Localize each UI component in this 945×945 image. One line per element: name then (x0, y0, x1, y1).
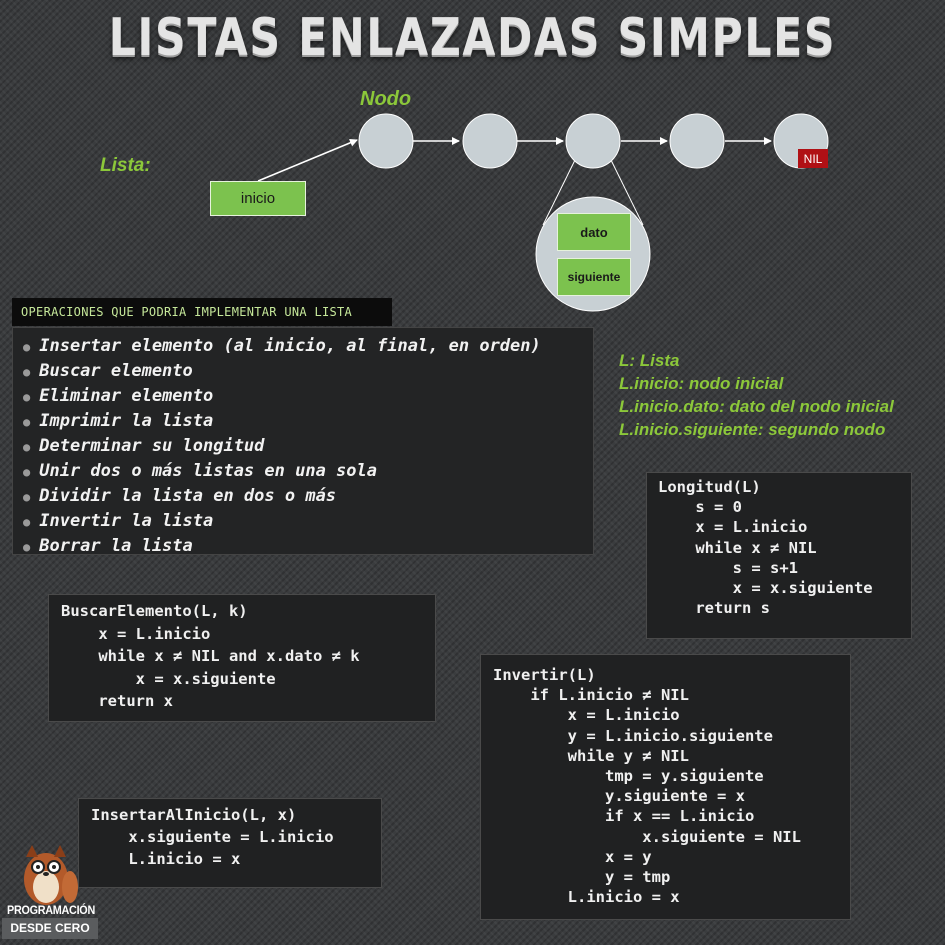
dato-field-box: dato (557, 213, 631, 251)
bullet-icon: ● (23, 490, 31, 504)
list-node-3 (565, 113, 621, 169)
operation-item: ●Determinar su longitud (23, 436, 265, 456)
brand-name-line2: DESDE CERO (2, 918, 98, 939)
nil-badge: NIL (798, 149, 828, 168)
legend-line: L: Lista (619, 351, 680, 370)
siguiente-field-box: siguiente (557, 258, 631, 296)
legend-line: L.inicio.siguiente: segundo nodo (619, 420, 886, 439)
list-node-1 (358, 113, 414, 169)
brand-name-line1: PROGRAMACIÓN (7, 903, 95, 917)
bullet-icon: ● (23, 515, 31, 529)
operation-item: ●Dividir la lista en dos o más (23, 486, 337, 506)
code-block-insertar-al-inicio: InsertarAlInicio(L, x) x.siguiente = L.i… (78, 798, 382, 888)
brand-logo-icon (24, 845, 78, 905)
bullet-icon: ● (23, 390, 31, 404)
operation-item: ●Insertar elemento (al inicio, al final,… (23, 336, 541, 356)
list-node-4 (669, 113, 725, 169)
legend-line: L.inicio: nodo inicial (619, 374, 784, 393)
list-node-2 (462, 113, 518, 169)
zoom-line-left (542, 159, 576, 226)
zoom-line-right (610, 159, 644, 226)
page-title: LISTAS ENLAZADAS SIMPLES (108, 8, 837, 68)
operations-panel: ●Insertar elemento (al inicio, al final,… (12, 327, 594, 556)
operation-item: ●Invertir la lista (23, 511, 214, 531)
bullet-icon: ● (23, 415, 31, 429)
operations-header: OPERACIONES QUE PODRIA IMPLEMENTAR UNA L… (12, 298, 392, 326)
operation-item: ●Imprimir la lista (23, 411, 214, 431)
nodo-label: Nodo (360, 88, 412, 110)
operations-list: ●Insertar elemento (al inicio, al final,… (13, 328, 593, 559)
bullet-icon: ● (23, 465, 31, 479)
operation-item: ●Borrar la lista (23, 536, 193, 556)
inicio-pointer-arrow (257, 138, 358, 182)
notation-legend: L: Lista L.inicio: nodo inicial L.inicio… (619, 349, 894, 441)
bullet-icon: ● (23, 340, 31, 354)
code-block-longitud: Longitud(L) s = 0 x = L.inicio while x ≠… (646, 472, 912, 639)
bullet-icon: ● (23, 365, 31, 379)
bullet-icon: ● (23, 440, 31, 454)
operation-item: ●Buscar elemento (23, 361, 193, 381)
bullet-icon: ● (23, 540, 31, 554)
operation-item: ●Eliminar elemento (23, 386, 214, 406)
operation-item: ●Unir dos o más listas en una sola (23, 461, 377, 481)
legend-line: L.inicio.dato: dato del nodo inicial (619, 397, 894, 416)
inicio-box: inicio (210, 181, 306, 216)
lista-label: Lista: (100, 155, 151, 176)
code-block-buscar-elemento: BuscarElemento(L, k) x = L.inicio while … (48, 594, 436, 722)
code-block-invertir: Invertir(L) if L.inicio ≠ NIL x = L.inic… (480, 654, 851, 920)
